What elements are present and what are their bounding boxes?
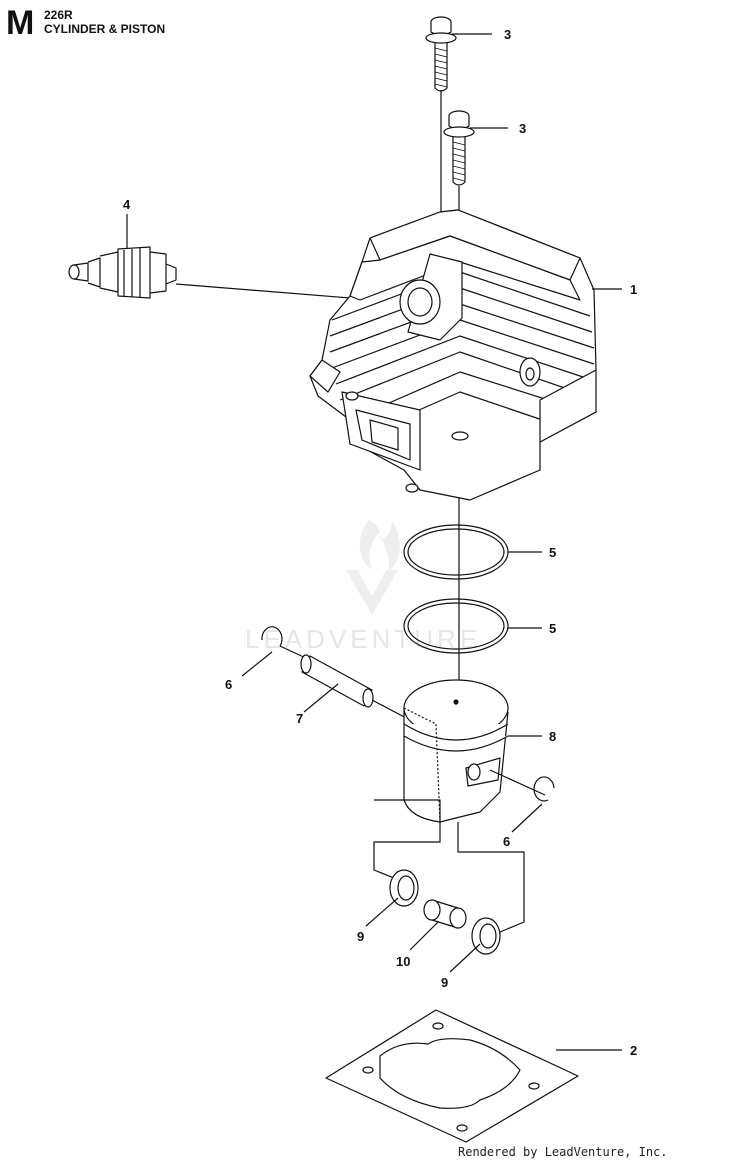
cylinder — [309, 209, 597, 501]
callout-5a: 5 — [549, 545, 556, 560]
piston-ring-upper — [403, 524, 509, 580]
bolt-3a — [425, 16, 457, 92]
piston-ring-lower — [403, 598, 509, 654]
render-credit: Rendered by LeadVenture, Inc. — [458, 1145, 668, 1159]
callout-1: 1 — [630, 282, 637, 297]
circlip-right — [533, 776, 555, 802]
callout-9b: 9 — [441, 975, 448, 990]
callout-3a: 3 — [504, 27, 511, 42]
model-number: 226R — [44, 8, 73, 22]
watermark-logo: LEADVENTURE — [245, 520, 481, 654]
callout-10: 10 — [396, 954, 410, 969]
cylinder-gasket — [325, 1009, 579, 1143]
callout-9a: 9 — [357, 929, 364, 944]
callout-6a: 6 — [225, 677, 232, 692]
section-letter: M — [6, 4, 35, 42]
callout-4: 4 — [123, 197, 131, 212]
washer-left — [389, 869, 419, 907]
diagram-title: CYLINDER & PISTON — [44, 22, 166, 36]
callout-8: 8 — [549, 729, 556, 744]
bolt-3b — [443, 110, 475, 186]
callout-6b: 6 — [503, 834, 510, 849]
callout-3b: 3 — [519, 121, 526, 136]
spark-plug — [68, 246, 177, 299]
watermark-text: LEADVENTURE — [245, 624, 481, 654]
circlip-left — [261, 626, 283, 647]
piston-pin — [300, 654, 374, 708]
callout-5b: 5 — [549, 621, 556, 636]
callout-2: 2 — [630, 1043, 637, 1058]
washer-right — [471, 917, 501, 955]
piston — [403, 679, 509, 823]
needle-bearing — [423, 899, 467, 929]
callout-7: 7 — [296, 711, 303, 726]
